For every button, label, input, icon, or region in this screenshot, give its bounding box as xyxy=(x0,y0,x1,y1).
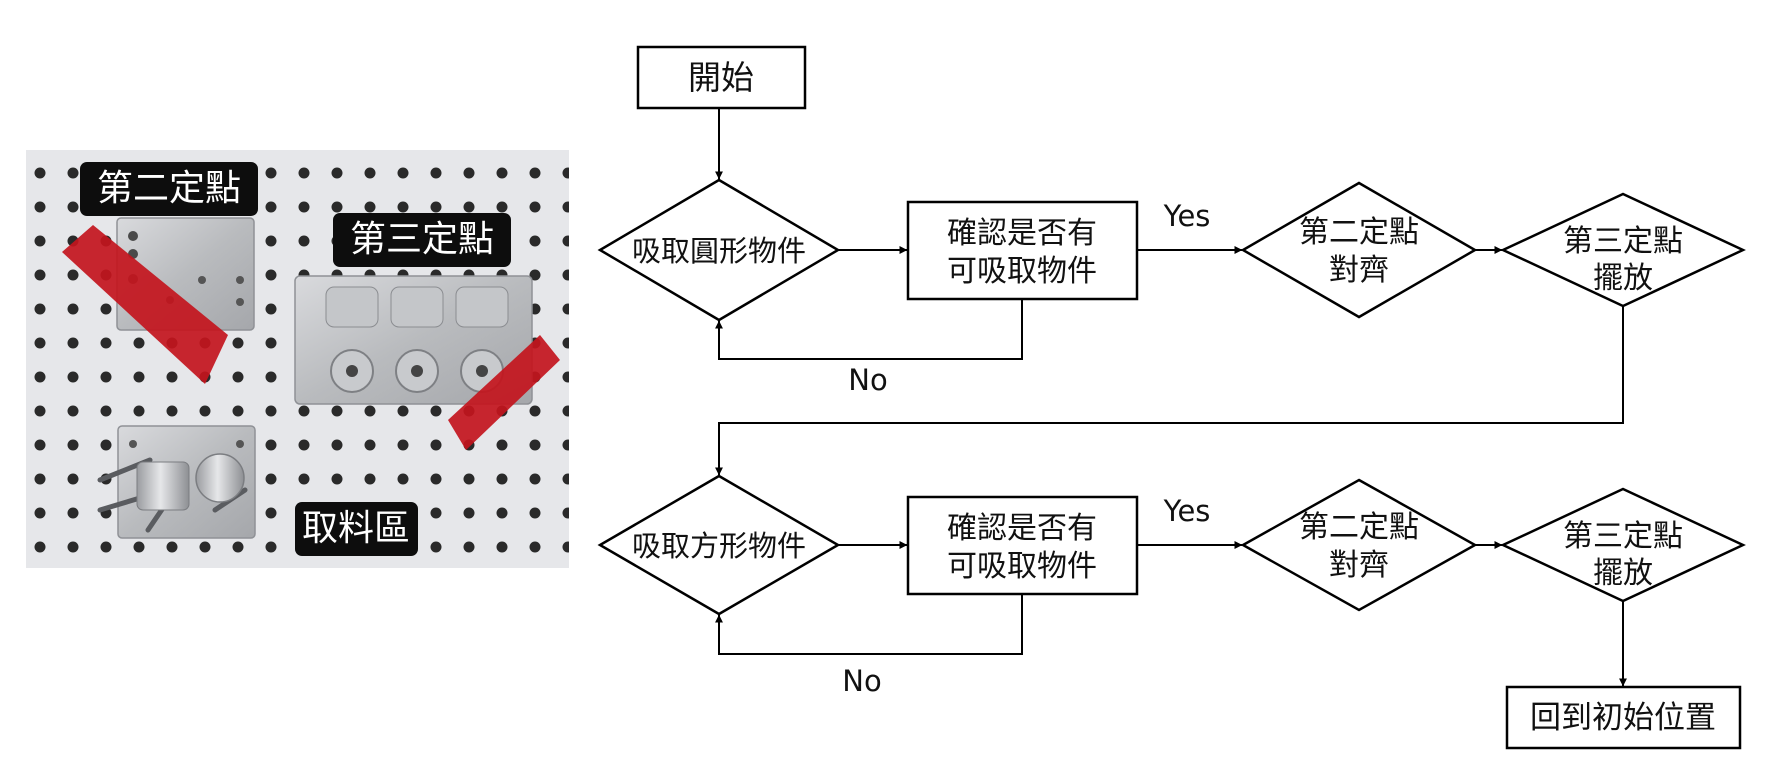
label-third-point: 第三定點 xyxy=(333,213,511,267)
row2-align-label-2: 對齊 xyxy=(1329,548,1389,583)
svg-text:第三定點: 第三定點 xyxy=(350,219,494,260)
row2-yes-label: Yes xyxy=(1163,494,1211,528)
row1-align-diamond xyxy=(1240,181,1478,319)
row2-check-label-1: 確認是否有 xyxy=(947,511,1097,546)
row1-pick-label: 吸取圓形物件 xyxy=(632,234,806,268)
arrow-check1-no-loop xyxy=(715,299,1023,360)
row2-place-label-1: 第三定點 xyxy=(1563,519,1683,554)
row1-pick-diamond xyxy=(597,178,841,322)
row1-place-label-1: 第三定點 xyxy=(1563,224,1683,259)
pickup-area-fixture xyxy=(97,425,256,539)
svg-text:第二定點: 第二定點 xyxy=(97,168,241,209)
start-label: 開始 xyxy=(688,58,754,97)
row2-align-label-1: 第二定點 xyxy=(1299,510,1419,545)
row1-yes-label: Yes xyxy=(1163,199,1211,233)
row1-align-label-1: 第二定點 xyxy=(1299,215,1419,250)
row2-place-label-2: 擺放 xyxy=(1593,556,1653,591)
row1-check-label-1: 確認是否有 xyxy=(947,216,1097,251)
row2-align-diamond xyxy=(1240,478,1478,612)
third-point-fixture xyxy=(294,275,533,405)
row1-no-label: No xyxy=(848,363,887,397)
label-pickup-area: 取料區 xyxy=(295,502,418,556)
row1-place-label-2: 擺放 xyxy=(1593,261,1653,296)
end-box xyxy=(1505,685,1742,750)
end-label: 回到初始位置 xyxy=(1530,700,1716,736)
red-tape-1 xyxy=(62,225,228,384)
label-second-point: 第二定點 xyxy=(80,162,258,216)
start-box xyxy=(636,45,807,110)
row1-align-label-2: 對齊 xyxy=(1329,253,1389,288)
arrow-place1-to-pick2 xyxy=(715,306,1624,476)
row1-check-label-2: 可吸取物件 xyxy=(947,254,1097,289)
row2-check-label-2: 可吸取物件 xyxy=(947,549,1097,584)
red-tape-2 xyxy=(448,335,560,450)
row2-no-label: No xyxy=(842,664,881,698)
row2-pick-diamond xyxy=(597,474,841,616)
arrow-check2-no-loop xyxy=(715,594,1023,655)
svg-text:取料區: 取料區 xyxy=(302,508,410,549)
row2-pick-label: 吸取方形物件 xyxy=(632,529,806,563)
